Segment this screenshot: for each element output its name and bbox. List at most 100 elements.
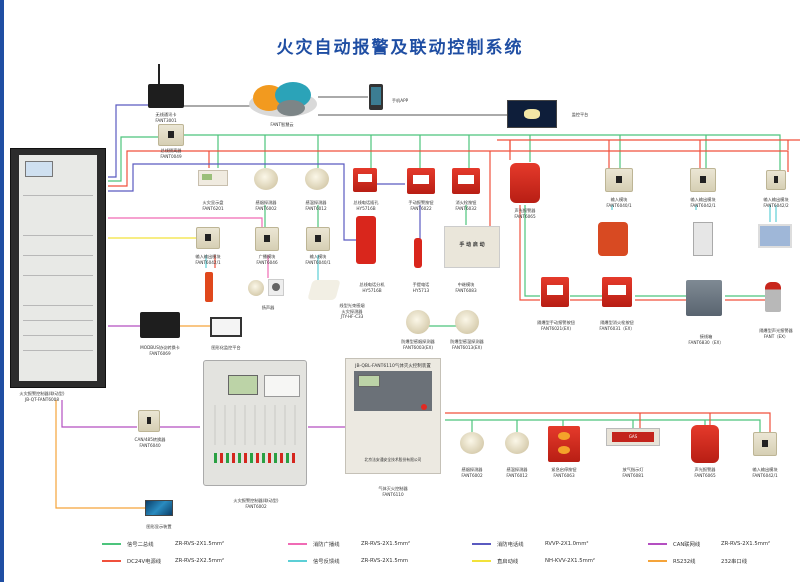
device-model: FANT6040/1 xyxy=(305,259,331,265)
main-cabinet-label: 火灾报警控制器(联动型) JB-QT-FANT6008 xyxy=(19,391,64,402)
wireless-comm-card[interactable] xyxy=(148,84,184,108)
hydrant-button[interactable] xyxy=(452,168,480,194)
gas-indicator-label: 放气指示灯 FANT6081 xyxy=(622,467,643,478)
device-name: 感烟探测器 xyxy=(461,467,483,472)
legend-spec: ZR-RVS-2X1.5mm² xyxy=(361,541,411,547)
input-module[interactable] xyxy=(306,227,330,251)
device-model: JTY-HF-C33 xyxy=(340,314,364,319)
input-module-label: 输入模块 FANT6040/1 xyxy=(606,197,631,208)
device-name: 无线通讯卡 xyxy=(155,112,177,117)
legend-spec: NH-KVV-2X1.5mm² xyxy=(545,558,596,564)
wall-mount-fire-controller[interactable] xyxy=(203,360,307,486)
graphic-display-device[interactable] xyxy=(145,500,173,516)
device-model: FANT6040/1 xyxy=(606,202,632,208)
device-name: 输入输出模块 xyxy=(763,197,789,202)
io-module-label: 输入输出模块 FANT6042/1 xyxy=(690,197,715,208)
device-model: FANT3001 xyxy=(155,117,177,123)
smoke-detector[interactable] xyxy=(254,168,278,190)
rs232-wires xyxy=(55,325,210,509)
legend-spec: ZR-RVS-2X1.5mm xyxy=(361,558,409,564)
legend-item: 信号二总线 ZR-RVS-2X1.5mm² xyxy=(102,540,224,548)
gas-indicator-text: GAS xyxy=(612,432,654,442)
fire-phone-jack[interactable] xyxy=(353,168,377,192)
left-accent-bar xyxy=(0,0,4,582)
device-model: FANT6065 xyxy=(694,472,716,478)
explosion-proof-heat-detector[interactable] xyxy=(455,310,479,334)
device-model: FANT6110 xyxy=(382,491,404,497)
exp-hydrant-label: 隔爆型消火栓按钮 FANT6031（EX） xyxy=(599,320,634,331)
io-module[interactable] xyxy=(753,432,777,456)
explosion-proof-manual-button[interactable] xyxy=(541,277,569,307)
legend-swatch xyxy=(648,560,667,562)
gas-panel-title: JB-QBL-FANT6110气体灭火控制装置 xyxy=(355,364,431,369)
fire-phone-extension[interactable] xyxy=(356,216,376,264)
device-name: 广播模块 xyxy=(258,254,276,259)
monitor-platform-screen[interactable] xyxy=(507,100,557,128)
gas-extinguishing-controller[interactable]: JB-QBL-FANT6110气体灭火控制装置 北京法安通安全技术股份有限公司 xyxy=(345,358,441,474)
device-name: CAN/485转换器 xyxy=(134,437,166,442)
device-model: FANT6022 xyxy=(410,205,432,211)
device-name: 气体灭火控制器 xyxy=(378,486,408,491)
io-module[interactable] xyxy=(690,168,716,192)
fire-display-panel[interactable] xyxy=(198,170,228,186)
io-module[interactable] xyxy=(766,170,786,190)
device-model: FANT6042/1 xyxy=(752,472,778,478)
monitor-computer-label: 图形化监控平台 xyxy=(211,345,241,350)
smoke-detector[interactable] xyxy=(460,432,484,454)
legend-item: RS232线 232串口线 xyxy=(648,557,747,565)
can-485-converter[interactable] xyxy=(138,410,160,432)
legend-swatch xyxy=(102,560,121,562)
device-model: FANT6013(EX) xyxy=(451,344,483,350)
broadcast-module[interactable] xyxy=(255,227,279,251)
can-converter-label: CAN/485转换器 FANT6040 xyxy=(135,437,166,448)
input-module[interactable] xyxy=(605,168,633,192)
exp-heat-label: 防爆型感温探测器 FANT6013(EX) xyxy=(450,325,484,350)
device-model: FANT6002 xyxy=(461,472,483,478)
sound-light-alarm[interactable] xyxy=(691,425,719,463)
speaker-label: 扬声器 xyxy=(261,305,275,310)
phone-jack-label: 总线电话插孔 HY5716B xyxy=(353,200,378,211)
cloud-label: FANT智慧云 xyxy=(270,122,294,127)
emergency-start-stop-button[interactable] xyxy=(548,426,580,462)
device-model: FANT6201 xyxy=(202,205,224,211)
device-model: FANT6042/2 xyxy=(763,202,789,208)
device-name: 接线箱 xyxy=(699,334,713,339)
graphic-monitor-computer[interactable] xyxy=(210,317,242,337)
io-module[interactable] xyxy=(196,227,220,249)
explosion-proof-hydrant-button[interactable] xyxy=(602,277,632,307)
legend-spec: 232串口线 xyxy=(721,559,748,565)
main-fire-alarm-cabinet[interactable] xyxy=(10,148,106,388)
device-model: HY5716B xyxy=(356,205,376,211)
mobile-app-icon[interactable] xyxy=(369,84,383,110)
device-name: 隔爆型声光报警器 xyxy=(759,328,793,333)
manual-alarm-button[interactable] xyxy=(407,168,435,194)
device-name: 感温探测器 xyxy=(506,467,528,472)
device-name: 感温探测器 xyxy=(305,200,327,205)
sound-light-alarm[interactable] xyxy=(510,163,540,203)
device-name: 输入模块 xyxy=(309,254,327,259)
explosion-proof-smoke-detector[interactable] xyxy=(406,310,430,334)
legend-swatch xyxy=(648,543,667,545)
bus-isolator[interactable] xyxy=(158,124,184,146)
manual-start-panel[interactable]: 手 动 启 动 xyxy=(444,226,500,268)
explosion-proof-sound-light[interactable] xyxy=(765,282,781,312)
gas-release-indicator[interactable]: GAS xyxy=(606,428,660,446)
device-name: 声光报警器 xyxy=(694,467,716,472)
beam-detector-icon xyxy=(307,280,341,300)
heat-detector[interactable] xyxy=(505,432,529,454)
handheld-phone[interactable] xyxy=(414,238,422,268)
legend-spec: ZR-RVS-2X1.5mm² xyxy=(175,541,225,547)
wireless-card-label: 无线通讯卡 FANT3001 xyxy=(155,112,176,123)
modbus-converter-card[interactable] xyxy=(140,312,180,338)
gas-smoke-label: 感烟探测器 FANT6002 xyxy=(461,467,482,478)
device-model: FANT6002 xyxy=(245,503,267,509)
heat-detector[interactable] xyxy=(305,168,329,190)
device-model: FANT6065 xyxy=(514,213,536,219)
phone-wires xyxy=(108,163,421,241)
legend-item: DC24V电源线 ZR-RVS-2X2.5mm² xyxy=(102,557,224,565)
device-name: 输入输出模块 xyxy=(690,197,716,202)
beam-detector-label: 线型光束感烟 火灾探测器 JTY-HF-C33 xyxy=(339,303,364,320)
control-cabinet-icon xyxy=(693,222,713,256)
junction-box[interactable] xyxy=(686,280,722,316)
fire-shutter-icon xyxy=(758,224,792,248)
